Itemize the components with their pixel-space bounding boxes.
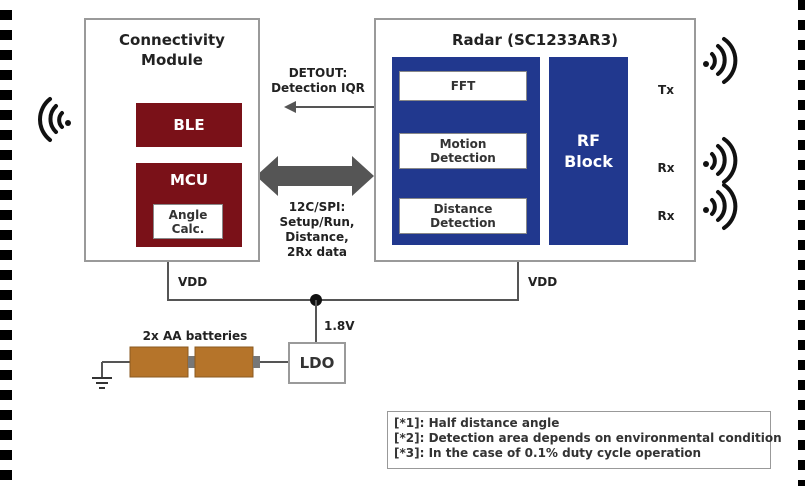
angle-calc-block: Angle Calc. [153,204,223,239]
tx-label: Tx [658,83,674,97]
vdd-line [167,262,519,301]
rf-block: RF Block [549,57,628,245]
note-2: [*2]: Detection area depends on environm… [394,431,782,445]
voltage-1v8-label: 1.8V [324,319,355,333]
connectivity-module-title: Connectivity Module [119,31,225,69]
rx1-label: Rx [657,161,675,175]
wireless-rx1-icon [703,137,738,184]
vdd-right-label: VDD [528,275,558,289]
battery-1-terminal [188,356,195,368]
wireless-rx2-icon [703,183,738,230]
wireless-tx-icon [703,37,738,84]
bus-label: 12C/SPI: Setup/Run, Distance, 2Rx data [279,200,355,259]
batteries-label: 2x AA batteries [142,329,248,343]
bus-double-arrow [256,156,374,196]
left-film-edge [0,0,12,486]
detout-arrowhead [284,101,296,113]
block-diagram: Connectivity Module BLE MCU Angle Calc. … [12,0,798,486]
right-film-edge [798,0,805,486]
notes-box: [*1]: Half distance angle [*2]: Detectio… [387,411,782,469]
radar-module-title: Radar (SC1233AR3) [451,31,619,49]
wireless-left-icon [37,97,71,142]
vdd-left-label: VDD [178,275,208,289]
battery-2-terminal [253,356,260,368]
distance-detection-block: Distance Detection [399,198,527,234]
fft-block: FFT [399,71,527,101]
ble-block: BLE [136,103,242,147]
battery-2 [194,346,254,378]
detout-label: DETOUT: Detection IQR [271,66,365,95]
note-1: [*1]: Half distance angle [394,416,560,430]
note-3: [*3]: In the case of 0.1% duty cycle ope… [394,446,702,460]
motion-detection-block: Motion Detection [399,133,527,169]
battery-1 [129,346,189,378]
rx2-label: Rx [657,209,675,223]
ldo-block: LDO [288,342,346,384]
